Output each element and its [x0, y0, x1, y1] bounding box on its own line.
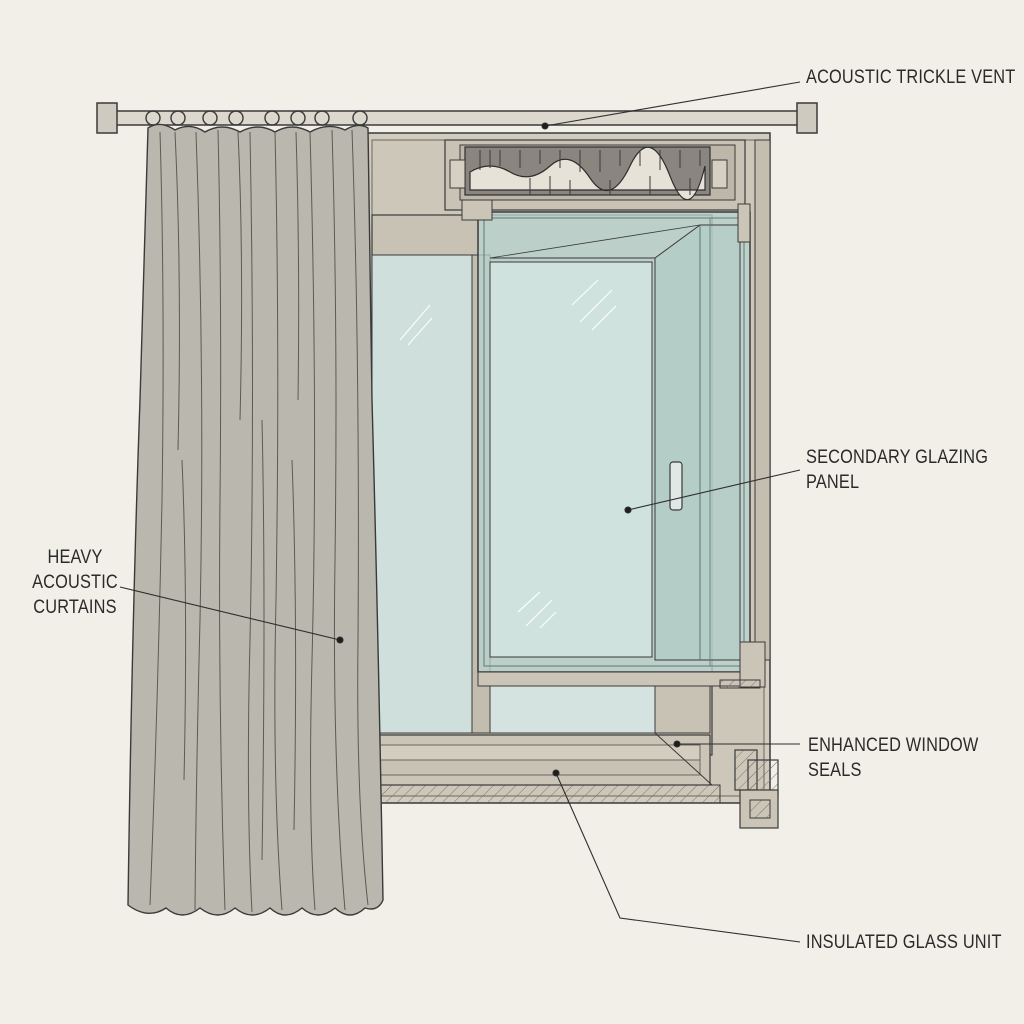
label-window-seals-line1: Enhanced Window — [808, 735, 979, 756]
label-insulated-glass-unit: Insulated Glass Unit — [806, 930, 1002, 955]
curtain-rod — [96, 102, 818, 134]
label-secondary-glazing-panel: Secondary Glazing Panel — [806, 445, 988, 495]
secondary-glazing-panel — [461, 199, 766, 689]
label-trickle-vent-text: Acoustic Trickle Vent — [806, 67, 1016, 88]
label-glass-unit-text: Insulated Glass Unit — [806, 932, 1002, 953]
label-heavy-acoustic-curtains: Heavy Acoustic Curtains — [28, 545, 123, 620]
leader-lines — [119, 81, 801, 943]
trickle-vent — [444, 139, 746, 211]
label-curtains-line3: Curtains — [33, 597, 117, 618]
label-window-seals-line2: Seals — [808, 760, 862, 781]
label-curtains-line2: Acoustic — [32, 572, 118, 593]
label-secondary-glazing-line2: Panel — [806, 472, 860, 493]
label-enhanced-window-seals: Enhanced Window Seals — [808, 733, 979, 783]
window-seals-detail — [734, 749, 779, 829]
label-acoustic-trickle-vent: Acoustic Trickle Vent — [806, 65, 1015, 90]
label-curtains-line1: Heavy — [47, 547, 103, 568]
heavy-acoustic-curtains — [127, 123, 384, 916]
label-secondary-glazing-line1: Secondary Glazing — [806, 447, 989, 468]
